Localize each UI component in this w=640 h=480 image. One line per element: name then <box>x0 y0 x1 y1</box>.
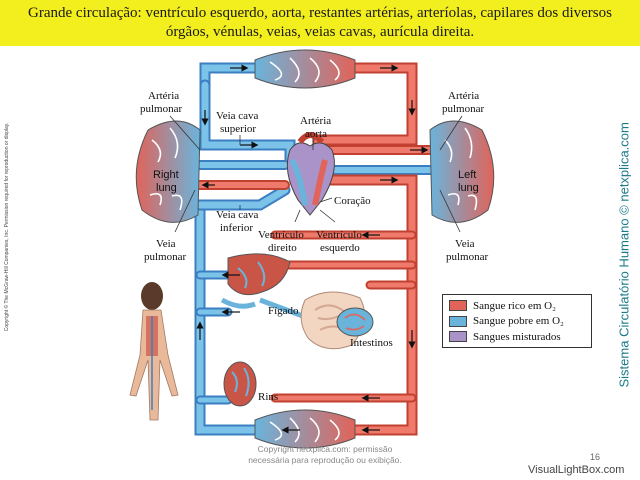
veia-cava-superior-2: superior <box>220 123 256 135</box>
left-lung-label-1: Left <box>458 169 476 181</box>
liver <box>220 253 341 333</box>
human-figure <box>129 282 179 421</box>
ventriculo-esquerdo-1: Ventrículo <box>316 229 362 241</box>
arteria-pulmonar-left-1: Artéria <box>148 90 179 102</box>
kidneys <box>223 361 257 407</box>
legend-swatch-purple <box>449 331 467 343</box>
veia-pulmonar-left-1: Veia <box>156 238 176 250</box>
upper-body-capillaries <box>254 49 356 89</box>
right-lung-label-2: lung <box>156 182 177 194</box>
footer-line-1: Copyright netxplica.com: permissão <box>257 444 393 454</box>
ventriculo-direito-1: Ventrículo <box>258 229 304 241</box>
figado-label: Fígado <box>268 305 299 317</box>
labels: Artéria pulmonar Veia cava superior Arté… <box>140 90 488 403</box>
title-line-1: Grande circulação: ventrículo esquerdo, … <box>28 5 612 21</box>
intestinos-label: Intestinos <box>350 337 393 349</box>
legend-label: Sangues misturados <box>473 330 561 343</box>
side-brand: Sistema Circulatório Humano © netxplica.… <box>614 122 634 390</box>
coracao-label: Coração <box>334 195 371 207</box>
veia-pulmonar-right-1: Veia <box>455 238 475 250</box>
legend-swatch-red <box>449 300 467 312</box>
side-copyright: Copyright © The McGraw-Hill Companies, I… <box>2 96 12 366</box>
legend-label: Sangue rico em O₂ <box>473 299 556 312</box>
arteria-pulmonar-left-2: pulmonar <box>140 103 182 115</box>
right-lung: Right lung <box>135 120 201 223</box>
veia-pulmonar-left-2: pulmonar <box>144 251 186 263</box>
arteria-pulmonar-right-1: Artéria <box>448 90 479 102</box>
veia-cava-inferior-1: Veia cava <box>216 209 259 221</box>
ventriculo-esquerdo-2: esquerdo <box>320 242 360 254</box>
ventriculo-direito-2: direito <box>268 242 297 254</box>
side-brand-text: Sistema Circulatório Humano © netxplica.… <box>616 122 632 388</box>
watermark: VisualLightBox.com <box>528 464 625 476</box>
heart <box>286 132 335 216</box>
lower-body-capillaries <box>254 409 356 449</box>
title-bar: Grande circulação: ventrículo esquerdo, … <box>0 0 640 46</box>
left-lung: Left lung <box>429 120 495 223</box>
title-line-2: órgãos, vénulas, veias, veias cavas, aur… <box>165 24 475 40</box>
veia-pulmonar-right-2: pulmonar <box>446 251 488 263</box>
arteria-aorta-2: aorta <box>305 128 327 140</box>
legend-item-oxygen-poor: Sangue pobre em O₂ <box>449 314 585 330</box>
legend-item-mixed: Sangues misturados <box>449 329 585 345</box>
veia-cava-inferior-2: inferior <box>220 222 253 234</box>
veia-cava-superior-1: Veia cava <box>216 110 259 122</box>
leader-lines <box>169 115 463 233</box>
legend-swatch-blue <box>449 315 467 327</box>
rins-label: Rins <box>258 391 278 403</box>
right-lung-label-1: Right <box>153 169 179 181</box>
legend-label: Sangue pobre em O₂ <box>473 315 564 328</box>
intestines <box>300 291 374 350</box>
legend-item-oxygen-rich: Sangue rico em O₂ <box>449 298 585 314</box>
footer-line-2: necessária para reprodução ou exibição. <box>248 455 402 465</box>
arteria-aorta-1: Artéria <box>300 115 331 127</box>
left-lung-label-2: lung <box>458 182 479 194</box>
side-copyright-text: Copyright © The McGraw-Hill Companies, I… <box>4 122 10 332</box>
flow-arrows <box>196 64 429 434</box>
legend: Sangue rico em O₂ Sangue pobre em O₂ San… <box>442 294 592 348</box>
page-number: 16 <box>590 452 601 462</box>
circulation-diagram: Right lung Left lung <box>129 49 495 449</box>
footer-copyright: Copyright netxplica.com: permissão neces… <box>210 444 440 466</box>
arteria-pulmonar-right-2: pulmonar <box>442 103 484 115</box>
